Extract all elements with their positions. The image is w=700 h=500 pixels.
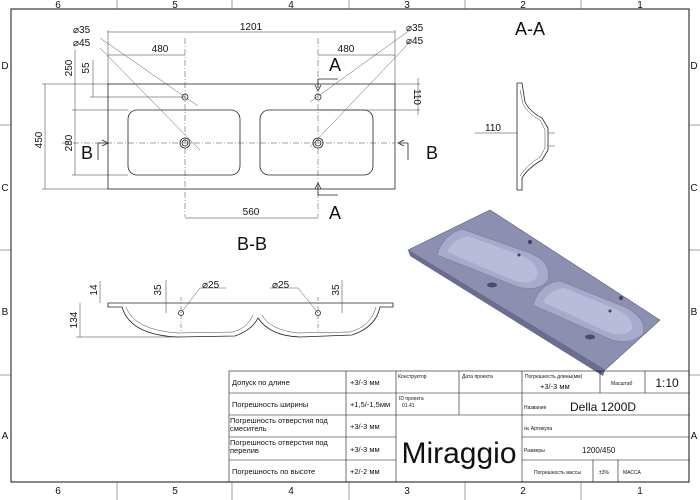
tb-project-id-label: ID проекта [399,396,424,402]
zone-right-c: C [690,183,697,194]
tb-row1-label: Допуск по длине [232,378,290,387]
leader-d35-right [309,29,411,103]
label-d35-left: ⌀35 [73,25,91,36]
zone-top-3: 3 [404,0,410,11]
right-basin-inner [543,288,633,335]
section-mark-b-right: B [426,143,438,163]
tb-date-label: Дата проекта [462,374,493,380]
zone-left-c: C [1,183,8,194]
zone-bottom-3: 3 [404,486,410,497]
section-bb: B-B 14 134 35 35 ⌀25 ⌀25 [69,234,394,338]
zone-left-a: A [2,431,9,442]
section-bb-title: B-B [237,234,267,254]
zone-top-5: 5 [172,0,178,11]
zone-top-4: 4 [288,0,294,11]
zone-right-a: A [691,431,698,442]
tb-mass-error-label: Погрешность массы [534,470,581,476]
right-faucet-hole-3d [619,296,623,300]
dim-bb-14: 14 [89,284,100,296]
tb-project-id-value: 01.41 [402,403,415,409]
dim-1201: 1201 [240,22,263,33]
label-d45-right: ⌀45 [406,36,424,47]
zone-bottom-5: 5 [172,486,178,497]
zone-left-b: B [2,307,9,318]
brand-logo-text: Miraggio [401,437,516,470]
zone-bottom-4: 4 [288,486,294,497]
tb-sizes-value: 1200/450 [582,446,616,455]
left-overflow-3d [517,253,521,257]
dim-110-right: 110 [411,89,422,105]
section-aa-profile [516,82,549,191]
label-bb-d25-left: ⌀25 [202,280,220,291]
tb-length-error-value: +3/-3 мм [540,382,570,391]
dim-560: 560 [243,207,260,218]
tb-sizes-label: Размеры [524,448,545,454]
tb-row2-value: +1,5/-1,5мм [350,400,390,409]
tb-row5-value: +2/-2 мм [350,467,380,476]
zone-left-d: D [1,61,8,72]
tb-mass-label: МАССА [623,470,642,476]
tb-length-error-label: Погрешность длины(мм) [525,374,583,380]
dim-480-right: 480 [338,44,355,55]
title-block: Допуск по длине +3/-3 мм Погрешность шир… [228,370,690,483]
zone-top-6: 6 [55,0,61,11]
dim-280: 280 [64,134,75,151]
tb-designer-label: Конструктор [398,374,427,380]
zone-bottom-1: 1 [637,486,643,497]
label-d45-left: ⌀45 [73,38,91,49]
tb-row4-value: +3/-3 мм [350,445,380,454]
dim-bb-134: 134 [69,311,80,328]
zone-top-2: 2 [520,0,526,11]
section-mark-a-bottom: A [329,203,341,223]
tb-row2-label: Погрешность ширины [232,400,308,409]
tb-row3-label: Погрешность отверстия под смеситель [230,417,328,433]
section-aa-title: A-A [515,19,545,39]
dim-450: 450 [34,131,45,148]
dim-480-left: 480 [152,44,169,55]
right-drain-3d [585,334,595,340]
tb-name-label: Название [524,405,547,411]
dim-250: 250 [64,59,75,76]
tb-row3-value: +3/-3 мм [350,422,380,431]
basin-3d-render [407,209,661,376]
dim-55: 55 [81,62,92,74]
tb-row4-label: Погрешность отверстия под перелив [230,439,328,455]
countertop-outline [107,83,396,190]
left-bowl-outline [127,109,241,176]
section-aa: A-A 110 [475,19,555,191]
label-d35-right: ⌀35 [406,23,424,34]
tb-name-value: Della 1200D [570,400,636,414]
dim-aa-110: 110 [485,123,501,134]
tb-article-label: № Артикула [524,426,552,432]
section-mark-a-top: A [329,55,341,75]
zone-bottom-2: 2 [520,486,526,497]
basin-top-surface [407,209,661,371]
zone-top-1: 1 [637,0,643,11]
tb-mass-error-value: ±3% [599,470,610,476]
dim-bb-35-right: 35 [331,284,342,296]
zone-right-d: D [690,61,697,72]
tb-scale-label: Масштаб [611,381,633,387]
label-bb-d25-right: ⌀25 [272,280,290,291]
section-mark-b-left: B [81,143,93,163]
tb-row5-label: Погрешность по высоте [232,467,315,476]
top-view: 1201 480 480 560 450 280 250 55 110 ⌀35 … [34,22,438,223]
tb-row1-value: +3/-3 мм [350,378,380,387]
section-bb-profile [107,302,394,338]
left-faucet-hole-3d [528,240,532,244]
zone-bottom-6: 6 [55,486,61,497]
tb-scale-value: 1:10 [655,376,679,390]
leader-d45-left [99,47,201,151]
left-basin-inner [447,236,538,283]
zone-right-b: B [691,307,698,318]
leader-d35-left [99,37,199,107]
basin-front-edge [408,250,605,376]
leader-d45-right [309,41,411,148]
dim-bb-35-left: 35 [153,284,164,296]
left-drain-3d [487,282,497,288]
right-overflow-3d [608,309,612,313]
right-bowl-outline [259,109,374,176]
